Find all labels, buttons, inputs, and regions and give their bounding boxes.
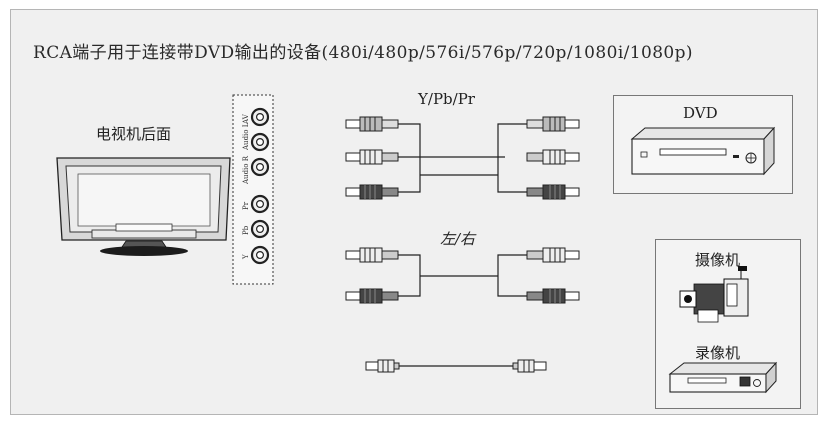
rca-plug-right-pb-icon	[526, 149, 580, 165]
av-plug-right-icon	[512, 359, 547, 373]
rca-plug-left-y-icon	[345, 184, 399, 200]
camcorder-label: 摄像机	[695, 251, 741, 269]
rca-jack-av-icon	[250, 107, 270, 127]
dvd-label: DVD	[683, 104, 718, 122]
av-plug-left-icon	[365, 359, 400, 373]
audio-plug-left-white-icon	[345, 247, 399, 263]
audio-cable-label: 左/右	[440, 230, 476, 248]
vcr-label: 录像机	[695, 344, 741, 362]
rca-jack-audio-r-icon	[250, 157, 270, 177]
tv-back-label: 电视机后面	[96, 125, 172, 143]
audio-plug-left-red-icon	[345, 288, 399, 304]
component-cable-label: Y/Pb/Pr	[418, 90, 475, 108]
rca-jack-pb-icon	[250, 219, 270, 239]
rca-plug-right-y-icon	[526, 184, 580, 200]
audio-plug-right-white-icon	[526, 247, 580, 263]
diagram-title: RCA端子用于连接带DVD输出的设备(480i/480p/576i/576p/7…	[33, 43, 693, 63]
rca-jack-audio-l-icon	[250, 132, 270, 152]
audio-plug-right-red-icon	[526, 288, 580, 304]
rca-plug-left-pb-icon	[345, 149, 399, 165]
rca-jack-pr-icon	[250, 194, 270, 214]
rca-plug-right-pr-icon	[526, 116, 580, 132]
rca-jack-y-icon	[250, 245, 270, 265]
rca-plug-left-pr-icon	[345, 116, 399, 132]
